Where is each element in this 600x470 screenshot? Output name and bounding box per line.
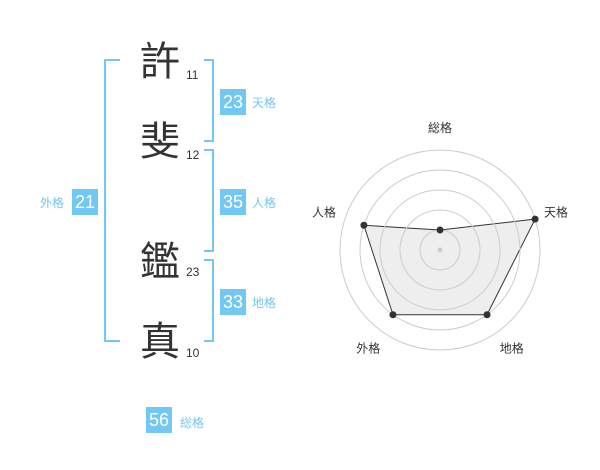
gaikaku-value: 21 bbox=[72, 189, 98, 215]
tenkaku-bracket bbox=[204, 59, 214, 142]
radar-grid-ring bbox=[359, 169, 521, 331]
radar-axis-label: 天格 bbox=[544, 204, 568, 219]
name-char-3: 鑑 bbox=[140, 239, 180, 285]
radar-data-polygon bbox=[363, 218, 536, 316]
soukaku-label: 総格 bbox=[180, 416, 205, 430]
radar-center bbox=[437, 247, 443, 253]
radar-point-2 bbox=[483, 311, 491, 319]
radar-point-3 bbox=[389, 311, 397, 319]
radar-axis-label: 総格 bbox=[428, 120, 452, 135]
soukaku-value: 56 bbox=[146, 407, 172, 433]
radar-point-4 bbox=[360, 221, 368, 229]
stroke-count-3: 23 bbox=[186, 265, 200, 279]
jinkaku-value: 35 bbox=[220, 189, 246, 215]
stroke-count-1: 11 bbox=[186, 68, 199, 82]
radar-grid-ring bbox=[399, 209, 481, 291]
radar-axis-label: 外格 bbox=[356, 341, 380, 356]
radar-grid-ring bbox=[379, 189, 501, 311]
chikaku-value: 33 bbox=[220, 289, 246, 315]
tenkaku-label: 天格 bbox=[252, 96, 277, 110]
name-char-4: 真 bbox=[140, 319, 180, 365]
gaikaku-bracket bbox=[104, 59, 120, 342]
name-char-1: 許 bbox=[140, 39, 180, 85]
radar-axis-label: 人格 bbox=[312, 204, 336, 219]
radar-point-1 bbox=[531, 215, 539, 223]
radar-axis-label: 地格 bbox=[500, 341, 524, 356]
gaikaku-label: 外格 bbox=[40, 196, 65, 210]
stroke-count-2: 12 bbox=[186, 148, 200, 162]
chikaku-bracket bbox=[204, 259, 214, 342]
tenkaku-value: 23 bbox=[220, 89, 246, 115]
chikaku-label: 地格 bbox=[252, 296, 277, 310]
jinkaku-label: 人格 bbox=[252, 196, 277, 210]
name-char-2: 斐 bbox=[140, 119, 180, 165]
radar-point-0 bbox=[436, 226, 444, 234]
jinkaku-bracket bbox=[204, 149, 214, 252]
stroke-count-4: 10 bbox=[186, 346, 200, 360]
